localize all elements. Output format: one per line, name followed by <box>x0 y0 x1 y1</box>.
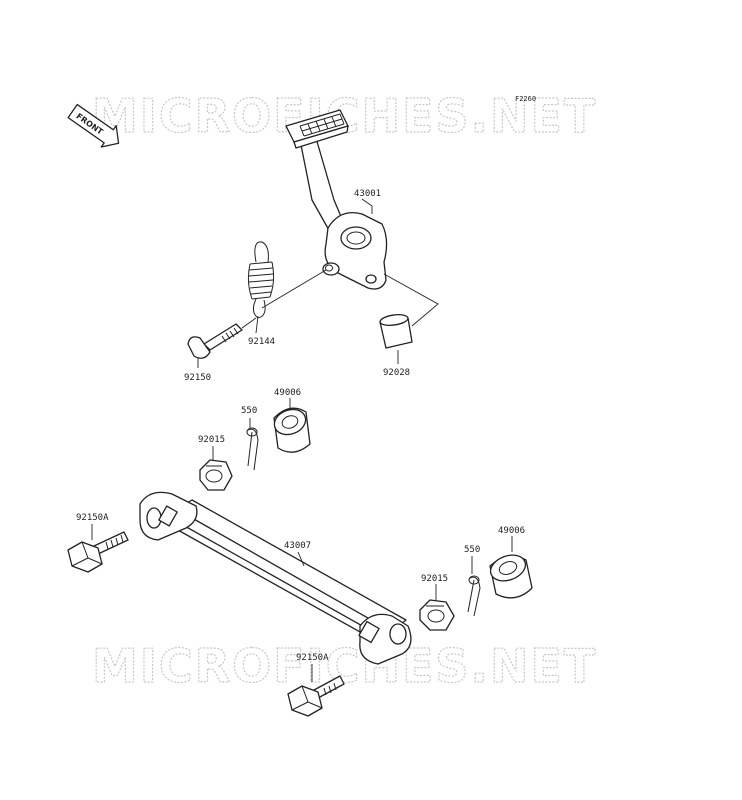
label-pin-upper: 550 <box>241 406 257 416</box>
label-nut-upper: 92015 <box>198 435 225 445</box>
return-spring <box>247 241 275 319</box>
label-bolt-bottom: 92150A <box>296 653 329 663</box>
bushing-upper <box>273 407 311 453</box>
nut-lower <box>419 599 455 631</box>
label-collar: 92028 <box>383 368 410 378</box>
label-bushing-upper: 49006 <box>274 388 301 398</box>
nut-upper <box>199 459 233 491</box>
pedal-foot-pad <box>285 109 349 149</box>
label-bolt-left: 92150A <box>76 513 109 523</box>
collar <box>379 314 413 349</box>
label-nut-lower: 92015 <box>421 574 448 584</box>
rod-bolt-left <box>67 531 129 573</box>
label-pedal-bolt: 92150 <box>184 373 211 383</box>
cotter-pin-upper <box>246 427 259 471</box>
cotter-pin-lower <box>467 575 481 617</box>
front-arrow-icon: FRONT <box>67 103 120 148</box>
label-pin-lower: 550 <box>464 545 480 555</box>
figure-code: F2260 <box>515 95 536 103</box>
pedal-pivot-bolt <box>187 317 257 359</box>
bushing-lower <box>489 554 533 599</box>
label-bushing-lower: 49006 <box>498 526 525 536</box>
label-spring: 92144 <box>248 337 275 347</box>
label-pedal: 43001 <box>354 189 381 199</box>
brake-rod <box>139 491 412 665</box>
rod-bolt-bottom <box>287 675 345 717</box>
brake-pedal <box>285 109 388 290</box>
watermark-bottom: MICROFICHES.NET <box>92 639 597 693</box>
label-rod: 43007 <box>284 541 311 551</box>
